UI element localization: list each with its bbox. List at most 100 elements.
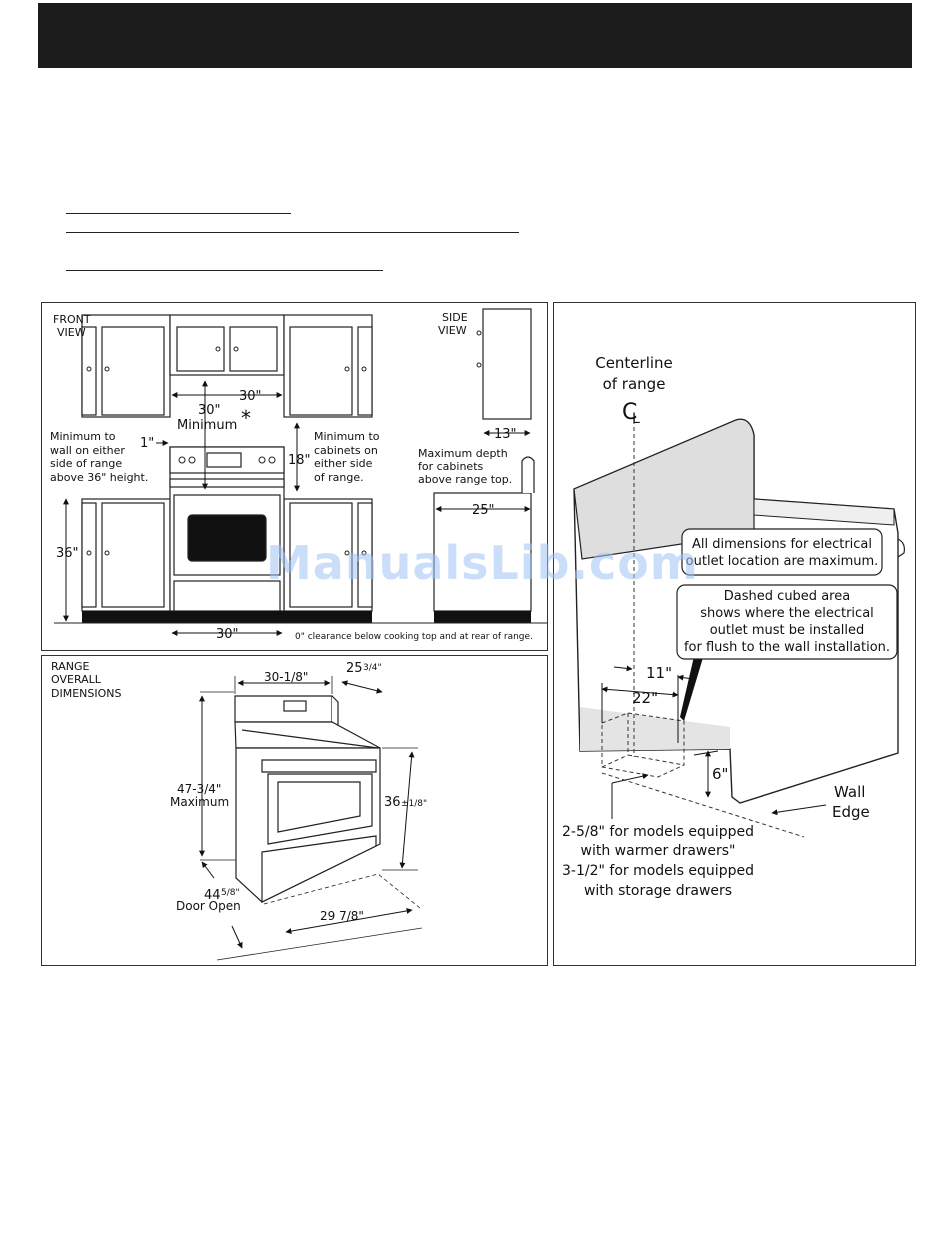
asterisk-mark: * [241, 406, 251, 430]
cabinet-knob [86, 550, 92, 556]
cabinet-knob [215, 346, 221, 352]
wall-note-line-3: side of range [50, 457, 122, 470]
dim-30-min-label: 30" [198, 403, 221, 418]
drawer-leader-arrow [611, 773, 649, 784]
door-open-label-whole: 44 [204, 888, 221, 903]
dim-minimum-label: Minimum [177, 418, 237, 433]
heading-underline-3 [66, 270, 383, 271]
dim-11-label: 11" [646, 664, 672, 682]
dim-22-label: 22" [632, 689, 658, 707]
heading-underline-1 [66, 213, 291, 214]
side-backguard [521, 456, 535, 493]
overall-title-2: OVERALL [51, 673, 102, 686]
dim-6-label: 6" [712, 765, 728, 783]
cabinet-note-line-2: cabinets on [314, 444, 378, 457]
base-depth-label: 29 7/8" [320, 909, 364, 923]
clearance-note: 0" clearance below cooking top and at re… [295, 632, 533, 642]
cabinet-knob [361, 366, 367, 372]
cabinet-knob [361, 550, 367, 556]
range-backguard-side [331, 695, 339, 728]
front-side-view-diagram: FRONT VIEW SIDE VIEW Minimum to wall on … [50, 308, 547, 642]
callout-dashed-line-4: for flush to the wall installation. [684, 640, 890, 655]
drawer-note-line-3: 3-1/2" for models equipped [562, 863, 754, 879]
overall-title-1: RANGE [51, 660, 89, 673]
dim-line-depth [341, 680, 383, 694]
height-label-2: Maximum [170, 795, 229, 809]
drawer-note-line-4: with storage drawers [584, 883, 732, 899]
knob [178, 456, 186, 464]
outlet-location-diagram: Centerline of range 11" 22" 6" Wall Edge… [562, 354, 905, 899]
header-bar [38, 3, 912, 68]
depth-note-line-2: for cabinets [418, 460, 484, 473]
range-display [283, 700, 307, 712]
callout-maximum-line-1: All dimensions for electrical [692, 537, 872, 552]
range-oven-window [277, 781, 361, 833]
range-cooktop [234, 721, 381, 749]
side-height-label-whole: 36 [384, 795, 401, 810]
side-upper-cabinet [482, 308, 532, 420]
depth-note-line-3: above range top. [418, 473, 512, 486]
wall-note-line-1: Minimum to [50, 430, 116, 443]
dim-line-11-left [613, 665, 633, 672]
centerline-symbol-c: C [622, 400, 637, 425]
callout-dashed-line-1: Dashed cubed area [724, 589, 850, 604]
callout-maximum-line-2: outlet location are maximum. [686, 554, 879, 569]
cabinet-knob [344, 550, 350, 556]
range-display [206, 452, 242, 468]
cabinet-knob [233, 346, 239, 352]
callout-box-dashed-area [676, 584, 898, 660]
dim-25-label: 25" [472, 503, 495, 518]
callout-box-maximum [681, 528, 883, 576]
cabinet-knob [104, 366, 110, 372]
front-view-title-2: VIEW [57, 326, 86, 339]
dim-36-label: 36" [56, 546, 79, 561]
range-cooktop [169, 478, 285, 488]
knob [268, 456, 276, 464]
side-height-label-frac: ±1/8" [401, 799, 427, 809]
dim-line-11-right [677, 674, 695, 681]
wall-note-line-2: wall on either [50, 444, 125, 457]
dim-line-door-open-2 [231, 925, 243, 949]
dim-1-label: 1" [140, 436, 154, 451]
dim-line-side-height [399, 751, 415, 869]
depth-label-whole: 25 [346, 661, 363, 676]
side-range-body [433, 492, 532, 612]
floor-shading [580, 707, 730, 751]
door-open-label: Door Open [176, 899, 241, 913]
depth-label-frac: 3/4" [363, 663, 382, 673]
oven-window [187, 514, 267, 562]
front-side-view-panel: FRONT VIEW SIDE VIEW Minimum to wall on … [41, 302, 548, 651]
cabinet-knob [104, 550, 110, 556]
lower-cabinet-door [101, 502, 165, 608]
toe-kick-side [434, 611, 531, 623]
side-view-title-2: VIEW [438, 324, 467, 337]
depth-note-line-1: Maximum depth [418, 447, 508, 460]
outlet-box-inner [601, 754, 629, 768]
dim-30-bottom-label: 30" [216, 627, 239, 642]
dim-18-label: 18" [288, 453, 311, 468]
wall-edge-label-1: Wall [834, 783, 865, 801]
watermark-text: ManualsLib.com [266, 536, 699, 590]
knob [258, 456, 266, 464]
front-view-title-1: FRONT [53, 313, 91, 326]
cabinet-hinge [476, 362, 482, 368]
side-view-title-1: SIDE [442, 311, 468, 324]
cabinet-knob [86, 366, 92, 372]
drawer-note-line-1: 2-5/8" for models equipped [562, 824, 754, 840]
callout-dashed-line-3: outlet must be installed [710, 623, 865, 638]
range-backguard-shaded [573, 418, 755, 560]
range-side-bump [897, 538, 905, 558]
outlet-location-panel: Centerline of range 11" 22" 6" Wall Edge… [553, 302, 916, 966]
wall-edge-label-2: Edge [832, 803, 870, 821]
upper-cabinet-door [101, 326, 165, 416]
centerline-symbol-l: L [632, 411, 640, 427]
range-drawer [261, 835, 377, 903]
heading-underline-2 [66, 232, 519, 233]
dim-line-22 [601, 686, 679, 698]
upper-cabinet-door [289, 326, 353, 416]
door-open-floor-line [216, 927, 423, 961]
range-door-top [261, 759, 377, 773]
cooktop-edge [241, 729, 379, 749]
wall-note-line-4: above 36" height. [50, 471, 148, 484]
dim-30-top-label: 30" [239, 389, 262, 404]
